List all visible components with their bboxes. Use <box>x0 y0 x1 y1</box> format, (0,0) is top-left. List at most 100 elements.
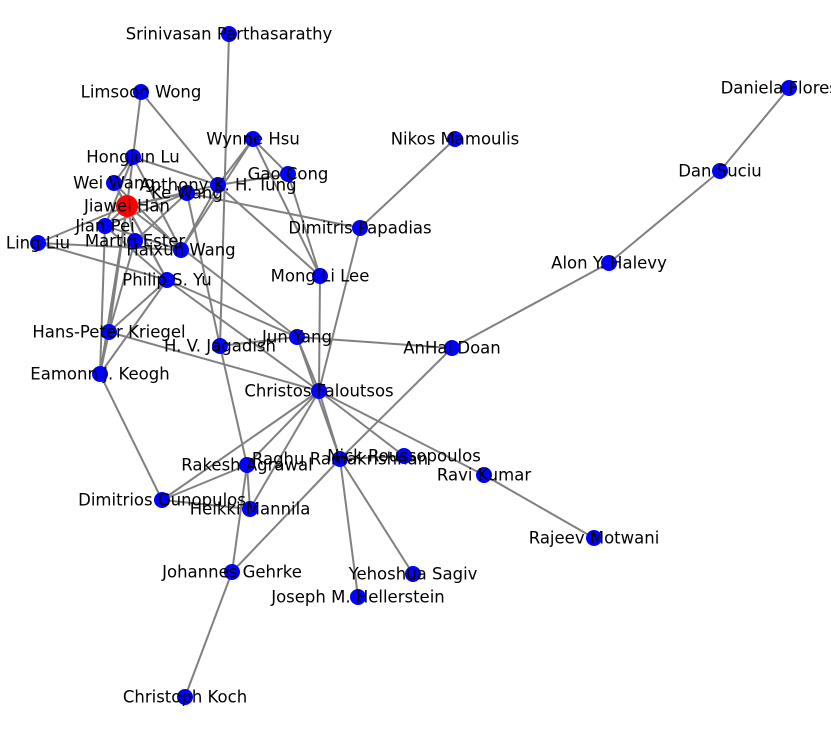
edge-philip-junyang <box>166 279 298 338</box>
node-eamonn[interactable] <box>92 366 108 382</box>
edge-raghu-hellerstein <box>339 458 359 598</box>
node-mongli[interactable] <box>312 268 328 284</box>
node-jagadish[interactable] <box>212 338 228 354</box>
node-ravi[interactable] <box>476 467 492 483</box>
node-koch[interactable] <box>177 689 193 705</box>
node-junyang[interactable] <box>289 329 305 345</box>
node-nikos[interactable] <box>447 131 463 147</box>
node-haixun[interactable] <box>173 242 189 258</box>
node-label-martin: Martin Ester <box>85 232 186 251</box>
node-label-junyang: Jun Yang <box>261 328 332 347</box>
node-label-dansuciu: Dan Suciu <box>678 162 762 181</box>
node-dimpap[interactable] <box>352 220 368 236</box>
node-label-koch: Christoph Koch <box>123 688 247 707</box>
node-gaocong[interactable] <box>280 166 296 182</box>
node-label-eamonn: Eamonn J. Keogh <box>30 365 169 384</box>
node-dimgun[interactable] <box>154 492 170 508</box>
node-martin[interactable] <box>127 233 143 249</box>
edge-daniela-dansuciu <box>719 87 790 172</box>
edge-kewang-jagadish <box>186 192 221 347</box>
edge-christos-heikki <box>249 390 320 510</box>
node-hongjun[interactable] <box>125 149 141 165</box>
edge-philip-hans <box>108 279 168 333</box>
node-raghu[interactable] <box>332 451 348 467</box>
node-label-hellerstein: Joseph M. Hellerstein <box>270 588 445 607</box>
node-weiwang[interactable] <box>106 175 122 191</box>
node-srinivasan[interactable] <box>221 26 237 42</box>
node-label-sagiv: Yehoshua Sagiv <box>348 565 478 584</box>
edge-jianpei-haixun <box>104 225 182 251</box>
node-label-srinivasan: Srinivasan Parthasarathy <box>126 25 333 44</box>
edge-jianpei-eamonn <box>99 225 106 375</box>
edge-anhai-raghu <box>339 347 453 460</box>
edge-junyang-jagadish <box>219 336 298 347</box>
edge-jiawei-lingliu <box>37 205 128 244</box>
edge-christos-ravi <box>318 390 485 476</box>
node-heikki[interactable] <box>242 501 258 517</box>
node-label-hongjun: Hongjun Lu <box>86 148 180 167</box>
edge-jianpei-kewang <box>104 192 188 227</box>
node-hellerstein[interactable] <box>350 589 366 605</box>
edge-dansuciu-alon <box>608 170 721 264</box>
node-wynne[interactable] <box>245 131 261 147</box>
edge-jiawei-junyang <box>126 205 298 338</box>
node-label-anhai: AnHai Doan <box>403 339 500 358</box>
edge-gaocong-mongli <box>287 173 321 277</box>
node-hans[interactable] <box>101 324 117 340</box>
node-anhai[interactable] <box>444 340 460 356</box>
edge-jiawei-philip <box>126 205 168 281</box>
edge-anthony-mongli <box>217 184 321 277</box>
node-label-heikki: Heikki Mannila <box>190 500 311 519</box>
node-label-kewang: Ke Wang <box>151 184 223 203</box>
node-philip[interactable] <box>159 272 175 288</box>
node-rajeev[interactable] <box>586 530 602 546</box>
node-gehrke[interactable] <box>224 564 240 580</box>
edge-dimpap-kewang <box>186 192 361 229</box>
node-label-jianpei: Jian Pei <box>74 217 134 236</box>
node-nick[interactable] <box>396 448 412 464</box>
edge-wynne-mongli <box>252 138 321 277</box>
edge-wynne-haixun <box>180 138 254 251</box>
node-limsoon[interactable] <box>133 84 149 100</box>
node-label-hans: Hans-Peter Kriegel <box>32 323 185 342</box>
edge-nikos-dimpap <box>359 138 456 229</box>
node-daniela[interactable] <box>781 80 797 96</box>
node-lingliu[interactable] <box>30 235 46 251</box>
edge-eamonn-dimgun <box>99 373 163 501</box>
node-rakesh[interactable] <box>239 457 255 473</box>
node-jianpei[interactable] <box>97 218 113 234</box>
edge-ravi-rajeev <box>483 474 595 539</box>
node-label-lingliu: Ling Liu <box>6 234 70 253</box>
node-label-ravi: Ravi Kumar <box>437 466 531 485</box>
edge-alon-anhai <box>451 262 610 349</box>
node-anthony[interactable] <box>210 177 226 193</box>
edge-christos-nick <box>318 390 405 457</box>
node-label-rajeev: Rajeev Motwani <box>529 529 660 548</box>
edge-jiawei-anthony <box>126 184 219 207</box>
node-alon[interactable] <box>601 255 617 271</box>
node-sagiv[interactable] <box>405 566 421 582</box>
node-label-limsoon: Limsoon Wong <box>81 83 202 102</box>
node-label-jagadish: H. V. Jagadish <box>164 337 276 356</box>
node-label-weiwang: Wei Wang <box>73 174 155 193</box>
node-dansuciu[interactable] <box>712 163 728 179</box>
edge-hongjun-anthony <box>132 156 219 186</box>
edge-rakesh-gehrke <box>231 464 248 573</box>
nodes-layer <box>30 26 797 705</box>
edge-gehrke-koch <box>184 571 233 698</box>
node-christos[interactable] <box>311 383 327 399</box>
node-label-gehrke: Johannes Gehrke <box>161 563 302 582</box>
edge-hongjun-haixun <box>132 156 182 251</box>
edge-gaocong-anthony <box>217 173 289 186</box>
node-label-jiawei: Jiawei Han <box>83 197 170 216</box>
node-jiawei[interactable] <box>116 195 138 217</box>
edge-raghu-gehrke <box>231 458 341 573</box>
edge-jagadish-rakesh <box>219 345 248 466</box>
node-label-dimgun: Dimitrios Gunopulos <box>78 491 246 510</box>
node-label-haixun: Haixun Wang <box>126 241 235 260</box>
node-kewang[interactable] <box>179 185 195 201</box>
node-label-rakesh: Rakesh Agrawal <box>181 456 312 475</box>
edge-dimpap-christos <box>318 227 361 392</box>
edge-raghu-sagiv <box>339 458 414 575</box>
node-label-gaocong: Gao Cong <box>248 165 329 184</box>
